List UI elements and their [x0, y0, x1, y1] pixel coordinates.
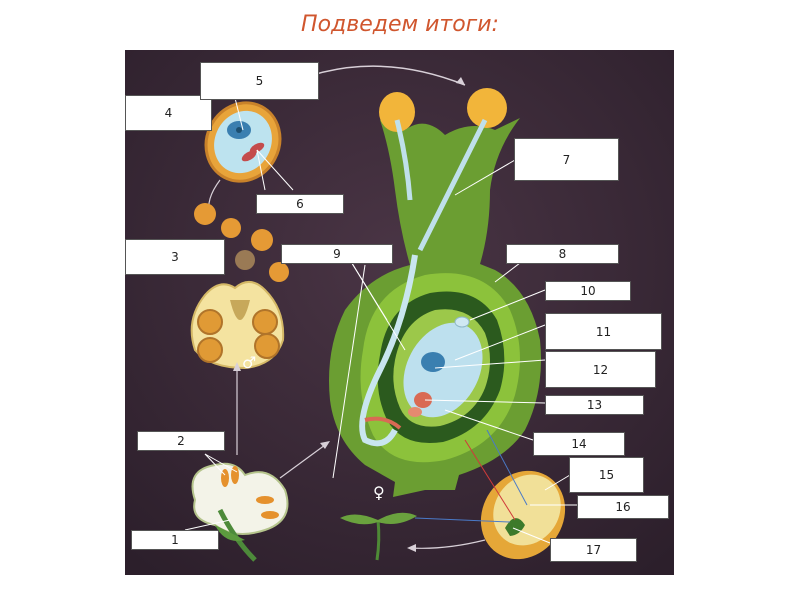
label-5: 5: [200, 62, 319, 100]
label-16: 16: [577, 495, 669, 519]
label-3: 3: [125, 239, 225, 275]
label-11: 11: [545, 313, 662, 350]
label-13: 13: [545, 395, 644, 415]
female-symbol: ♀: [373, 483, 385, 502]
label-15: 15: [569, 457, 644, 493]
label-1: 1: [131, 530, 219, 550]
male-symbol: ♂: [242, 353, 256, 372]
label-9: 9: [281, 244, 393, 264]
label-12: 12: [545, 351, 656, 388]
label-14: 14: [533, 432, 625, 456]
label-10: 10: [545, 281, 631, 301]
label-4: 4: [125, 95, 212, 131]
anther-cross-section: [192, 282, 284, 368]
label-8: 8: [506, 244, 619, 264]
label-17: 17: [550, 538, 637, 562]
slide-title: Подведем итоги:: [0, 12, 800, 37]
label-7: 7: [514, 138, 619, 181]
label-6: 6: [256, 194, 344, 214]
label-2: 2: [137, 431, 225, 451]
